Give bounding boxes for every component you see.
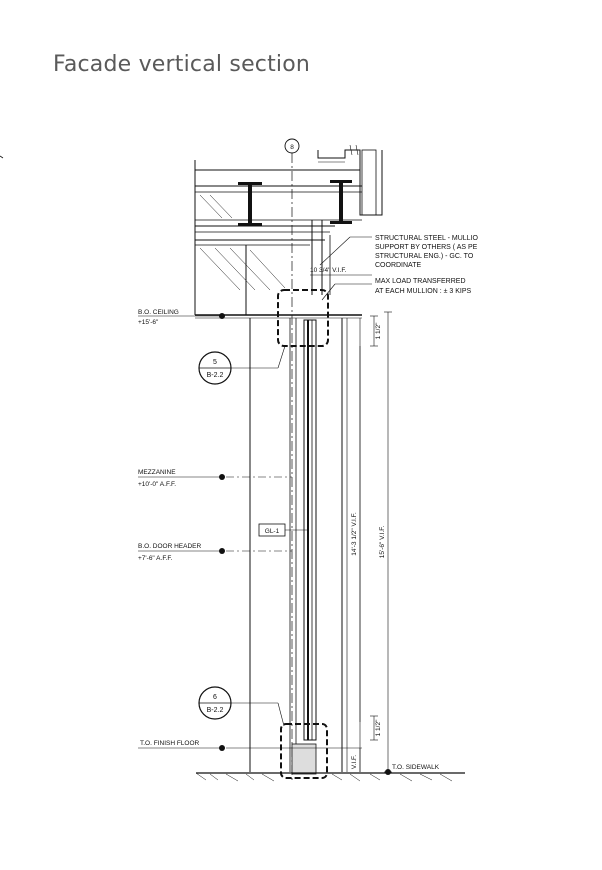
mezz-marker [219,474,225,480]
page-title: Facade vertical section [53,52,311,77]
load-note-line1: MAX LOAD TRANSFERRED [375,278,466,285]
detail-5-number: 5 [213,359,217,366]
sidewalk: T.O. SIDEWALK [195,764,465,782]
detail-bubble-5: 5 B-2.2 [198,345,286,385]
glass-tag: GL-1 [258,523,308,537]
detail-6-number: 6 [213,694,217,701]
dim-bottom-gap: 1 1/2" [375,719,382,736]
ceiling-marker [219,313,225,319]
base-block [291,743,317,775]
stray-tick [0,155,4,159]
grid-bubble-8: 8 [284,138,300,780]
glass-tag-label: GL-1 [265,528,280,535]
width-dimension: 10 3/4" V.I.F. [310,267,372,276]
steel-note-line4: COORDINATE [375,262,421,269]
sidewalk-name: T.O. SIDEWALK [392,764,440,771]
mezz-elev: +10'-0" A.F.F. [138,481,176,488]
detail-box-bottom [280,723,328,779]
ceiling-name: B.O. CEILING [138,309,179,316]
dim-bottom-vif: V.I.F. [351,755,358,769]
door-name: B.O. DOOR HEADER [138,543,202,550]
detail-5-sheet: B-2.2 [207,372,224,379]
level-ceiling: B.O. CEILING +15'-6" [138,309,225,326]
width-dim-label: 10 3/4" V.I.F. [310,267,347,274]
level-door-header: B.O. DOOR HEADER +7'-6" A.F.F. [138,543,292,562]
wall-section [249,318,361,772]
dim-top-gap: 1 1/2" [375,322,382,339]
load-note: MAX LOAD TRANSFERRED AT EACH MULLION : ±… [321,278,471,301]
dim-overall-height: 15'-6" V.I.F. [379,526,386,559]
load-note-line2: AT EACH MULLION : ± 3 KIPS [375,288,471,295]
floor-marker [219,745,225,751]
door-marker [219,548,225,554]
grid-bubble-label: 8 [290,144,294,151]
ceiling-elev: +15'-6" [138,319,159,326]
level-mezzanine: MEZZANINE +10'-0" A.F.F. [138,469,292,488]
detail-box-top [277,289,329,347]
steel-note-line2: SUPPORT BY OTHERS ( AS PE [375,244,478,251]
steel-note-line1: STRUCTURAL STEEL - MULLIO [375,235,478,242]
structure-top [194,144,383,315]
floor-name: T.O. FINISH FLOOR [140,740,200,747]
detail-6-sheet: B-2.2 [207,707,224,714]
door-elev: +7'-6" A.F.F. [138,555,173,562]
steel-note: STRUCTURAL STEEL - MULLIO SUPPORT BY OTH… [319,235,478,269]
dim-glass-height: 14'-3 1/2" V.I.F. [351,512,358,556]
sidewalk-marker [385,769,391,775]
mezz-name: MEZZANINE [138,469,176,476]
steel-note-line3: STRUCTURAL ENG.) - GC. TO [375,253,474,260]
level-finish-floor: T.O. FINISH FLOOR [138,740,362,751]
dimension-strings: 1 1/2" 14'-3 1/2" V.I.F. 15'-6" V.I.F. 1… [351,311,392,773]
detail-bubble-6: 6 B-2.2 [198,686,285,727]
